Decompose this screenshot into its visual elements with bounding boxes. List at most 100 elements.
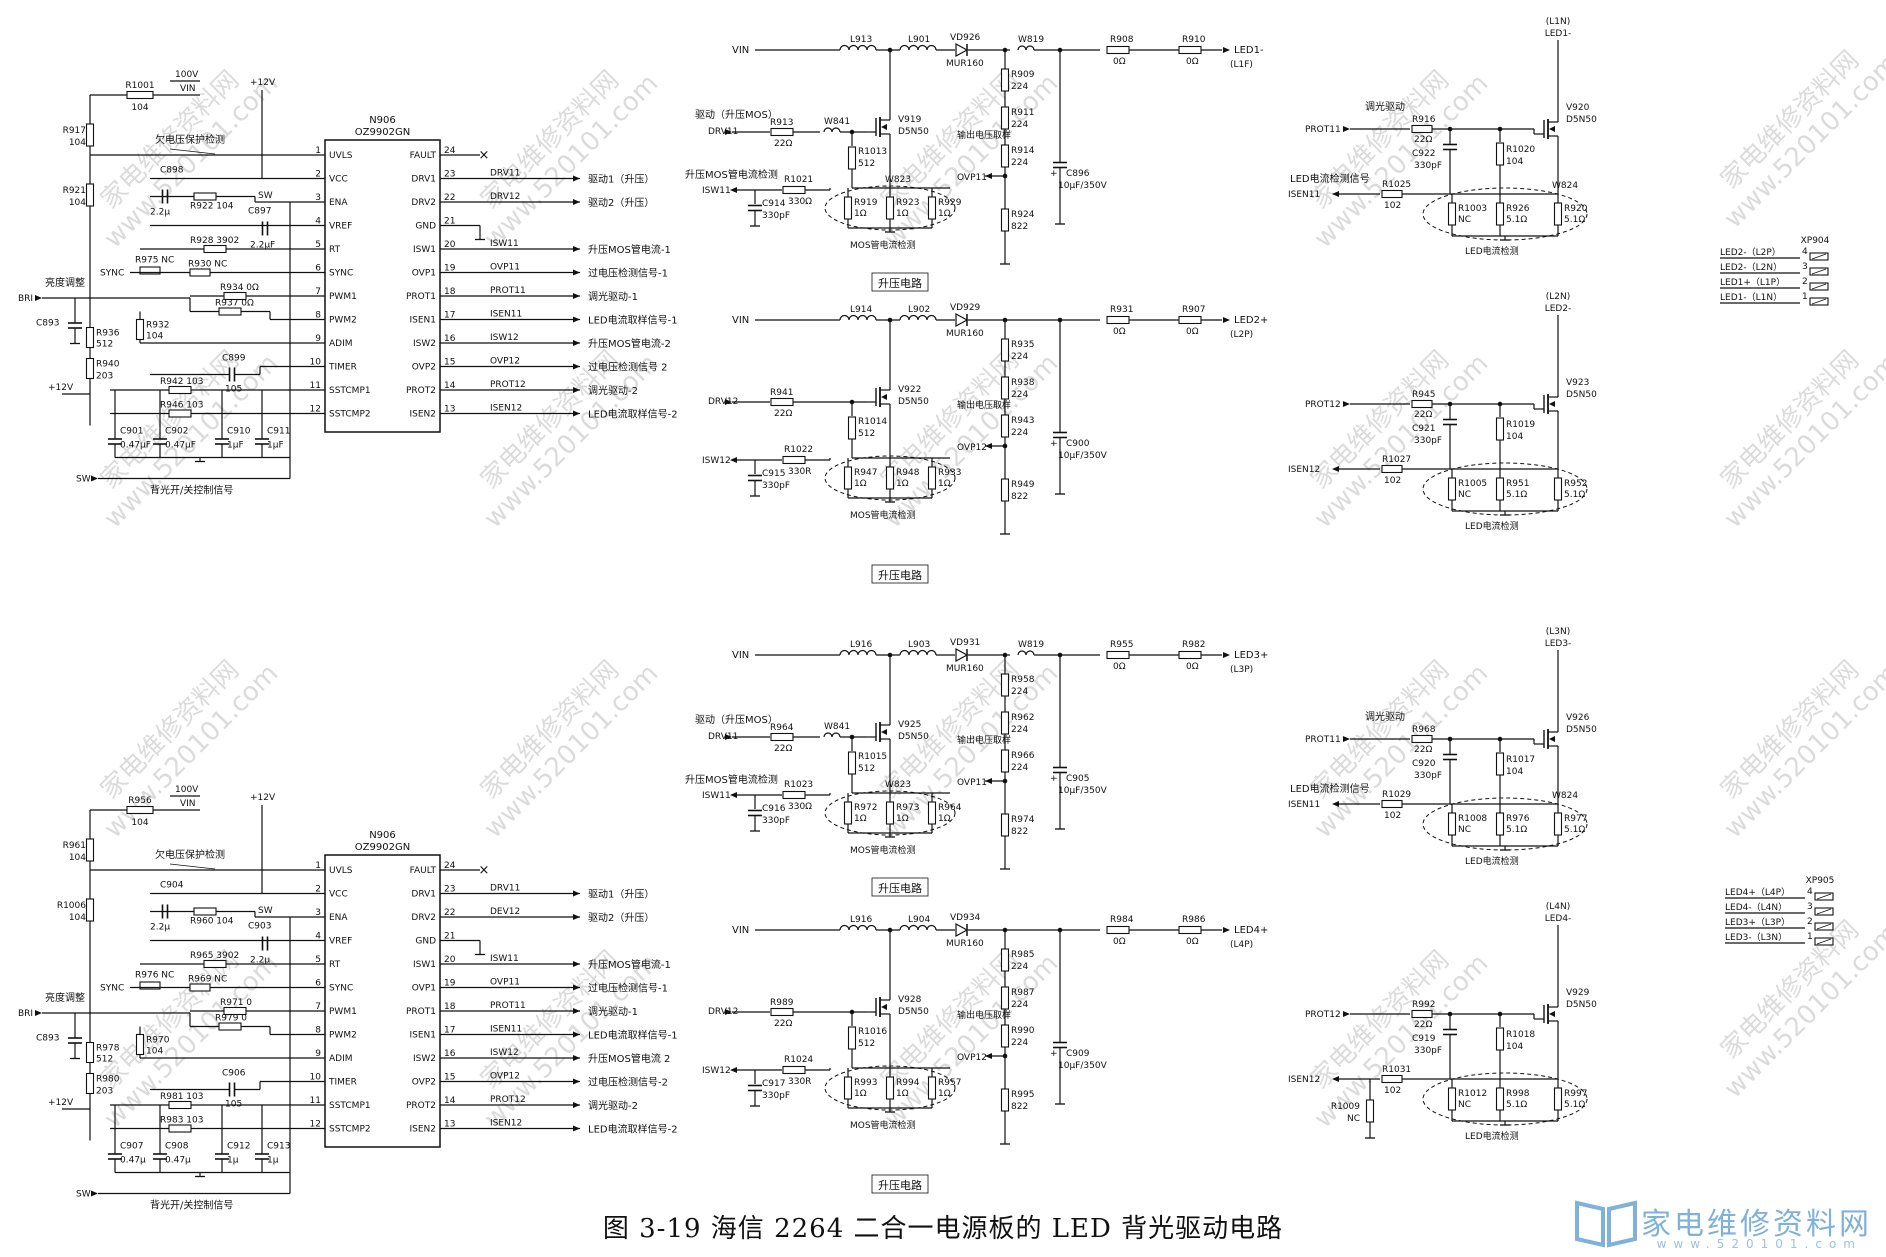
part-value: 22Ω [774,139,792,149]
pin-number: 10 [310,1073,322,1083]
part-ref: R1025 [1382,180,1411,190]
resistor-symbol [189,268,211,277]
connector-pin-number: 4 [1807,887,1813,897]
ic-body [324,139,441,433]
pin-number: 21 [444,217,455,227]
part-ref: R1018 [1506,1030,1535,1040]
part-ref: VD926 [950,33,981,43]
net-label: ISEN11 [490,310,522,320]
part-ref: C896 [1066,169,1090,179]
pin-number: 12 [310,1120,321,1130]
capacitor-symbol [748,809,762,817]
resistor-symbol [1495,202,1505,226]
ground-symbol [1055,220,1065,225]
mosfet-symbol [1534,110,1559,148]
net-label: ISW11 [490,239,519,249]
part-ref: R942 103 [160,377,203,387]
resistor-symbol [1000,106,1010,130]
part-value: 102 [1384,201,1401,211]
capacitor-symbol [261,221,269,236]
part-value: 0.47μ [165,1156,191,1166]
ovp-label: 输出电压取样 [957,399,1011,411]
part-ref: R909 [1011,70,1035,80]
resistor-symbol [1381,464,1403,474]
inductor-symbol [899,44,937,51]
mosfet-symbol [1534,720,1559,758]
part-ref: MUR160 [946,59,984,69]
connector-block: XP904LED2-（L2P）4LED2-（L2N）3LED1+（L1P）2LE… [1720,236,1830,306]
net-label: ISEN11 [490,1025,522,1035]
part-ref: R1027 [1382,455,1411,465]
part-ref: R957 [938,1078,961,1088]
pin-name: PROT1 [406,1007,436,1017]
resistor-symbol [927,466,937,490]
part-ref: V919 [898,115,922,125]
part-ref: R997 [1564,1089,1587,1099]
net-label: OVP12 [957,443,987,453]
resistor-symbol [1447,1087,1457,1111]
pin-number: 11 [310,381,321,391]
resistor-symbol [1365,1099,1375,1123]
mosfet-symbol [1534,995,1559,1033]
part-value: 10μF/350V [1058,1061,1108,1071]
pin-name: RT [329,960,341,970]
pin-number: 22 [444,908,455,918]
part-ref: W841 [824,117,850,127]
pin-name: UVLS [329,866,353,876]
polarity-mark: + [1050,439,1058,449]
part-value: 22Ω [774,1019,792,1029]
dimming-circuit: (L4N)LED4-V929D5N50PROT12R99222ΩC919330p… [1288,902,1597,1142]
resistor-symbol [85,123,95,147]
arrow-marker [573,1102,580,1108]
pin-number: 19 [444,979,456,989]
net-label: 100V [175,785,199,795]
resistor-symbol [139,266,161,275]
resistor-symbol [927,1076,937,1100]
pin-name: ISW2 [413,1054,436,1064]
ground-symbol [1055,490,1065,495]
arrow-marker [1223,927,1230,933]
part-value: 224 [1011,1000,1028,1010]
dimming-circuit: (L3N)LED3-V926D5N50调光驱动PROT11R96822ΩC920… [1288,627,1597,867]
signal-description: 过电压检测信号-1 [588,267,668,280]
part-value: D5N50 [1566,725,1597,735]
part-value: 330pF [1414,771,1442,781]
part-ref: R1005 [1458,479,1487,489]
detection-group-outline [1422,797,1588,851]
arrow-marker [573,1031,580,1038]
signal-description: 调光驱动-2 [588,384,638,397]
pin-number: 1 [315,861,321,871]
resistor-symbol [189,983,211,992]
net-label: OVP12 [490,1072,520,1082]
ground-symbol [750,492,760,497]
pin-number: 24 [444,861,456,871]
signal-description: 过电压检测信号 2 [588,361,668,374]
diode-symbol [955,922,969,938]
part-ref: W824 [1552,181,1578,191]
resistor-symbol [1000,813,1010,837]
connector-net: LED4- [1545,914,1572,924]
terminal-hatch [1816,938,1832,945]
resistor-symbol [1000,948,1010,972]
part-ref: R956 [128,796,152,806]
ic-part: OZ9902GN [355,842,410,853]
terminal-hatch [1811,298,1827,305]
part-value: 102 [1384,476,1401,486]
pin-name: DRV1 [411,175,436,185]
arrow-marker [985,1053,992,1059]
sense-group-label: LED电流检测 [1465,245,1519,257]
part-ref: R914 [1011,146,1035,156]
part-ref: R917 [63,126,86,136]
part-ref: C911 [267,427,290,437]
part-value: 1Ω [938,479,951,489]
resistor-symbol [1447,202,1457,226]
part-value: 0Ω [1113,57,1126,67]
net-label: SYNC [100,984,124,994]
part-ref: R935 [1011,340,1034,350]
detection-group-outline [824,185,956,231]
part-value: 0Ω [1186,662,1199,672]
pin-number: 11 [310,1096,321,1106]
pin-number: 8 [315,311,321,321]
part-ref: C915 [762,469,785,479]
part-value: 1Ω [938,209,951,219]
